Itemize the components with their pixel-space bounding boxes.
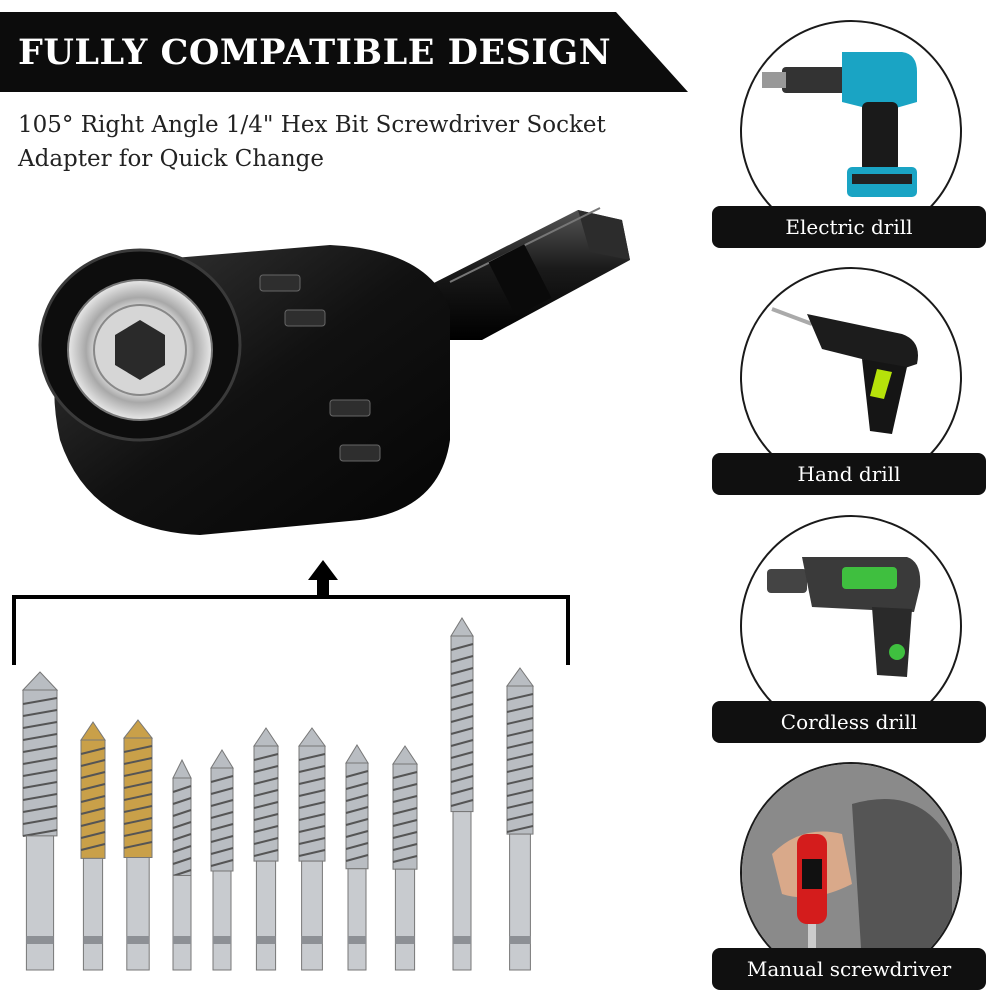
right-angle-adapter-image: [38, 207, 630, 535]
electric-drill-circle: [740, 20, 962, 242]
drill-bit: [450, 617, 474, 971]
title-banner: FULLY COMPATIBLE DESIGN: [0, 12, 688, 92]
product-subtitle: 105° Right Angle 1/4" Hex Bit Screwdrive…: [18, 108, 698, 176]
hand-drill-icon: [771, 307, 918, 434]
manual-screwdriver-icon: [742, 764, 960, 982]
tool-label-cordless-drill: Cordless drill: [712, 701, 986, 743]
drill-bit: [392, 745, 418, 971]
tool-card-electric-drill: Electric drill: [712, 20, 986, 260]
banner-title: FULLY COMPATIBLE DESIGN: [18, 31, 612, 73]
drill-bits-image: [21, 617, 534, 971]
cordless-drill-icon: [767, 557, 921, 677]
drill-bit: [210, 749, 234, 971]
tool-card-manual-screwdriver: Manual screwdriver: [712, 762, 986, 1002]
subtitle-line-1: 105° Right Angle 1/4" Hex Bit Screwdrive…: [18, 112, 606, 138]
compatibility-bracket: [12, 560, 570, 665]
drill-bit: [80, 721, 106, 971]
drill-bit: [298, 727, 326, 971]
drill-bit: [506, 667, 534, 971]
hand-drill-circle: [740, 267, 962, 489]
tool-label-electric-drill: Electric drill: [712, 206, 986, 248]
tool-label-hand-drill: Hand drill: [712, 453, 986, 495]
drill-bit: [345, 744, 369, 971]
drill-bit: [253, 727, 279, 971]
manual-screwdriver-circle: [740, 762, 962, 984]
subtitle-line-2: Adapter for Quick Change: [18, 146, 325, 172]
tool-card-hand-drill: Hand drill: [712, 267, 986, 507]
drill-bit: [122, 719, 154, 971]
tool-card-cordless-drill: Cordless drill: [712, 515, 986, 755]
drill-bit: [21, 671, 59, 971]
up-arrow-icon: [308, 560, 338, 597]
tool-label-manual-screwdriver: Manual screwdriver: [712, 948, 986, 990]
drill-bit: [172, 758, 192, 971]
electric-drill-icon: [762, 52, 917, 197]
